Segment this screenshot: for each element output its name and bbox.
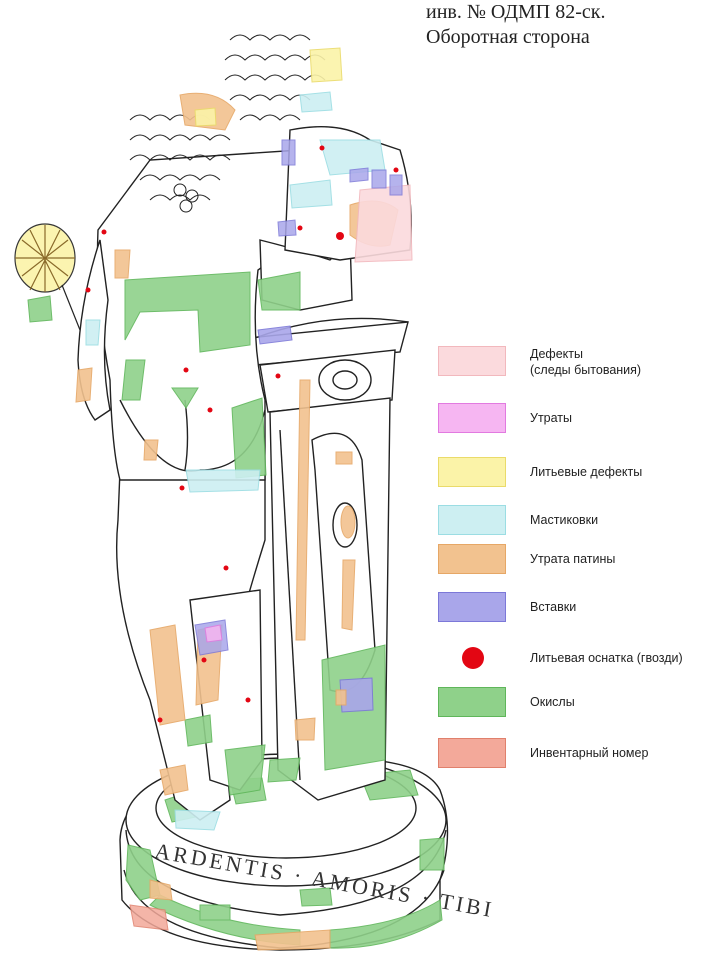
legend-swatch (438, 592, 506, 622)
legend-label: Окислы (530, 694, 575, 710)
legend-label: Утраты (530, 410, 572, 426)
legend-label: Литьевые дефекты (530, 464, 642, 480)
legend-item-inserts: Вставки (432, 586, 718, 626)
legend-label: Утрата патины (530, 551, 615, 567)
losses-figure (205, 625, 222, 642)
legend-item-defects: Дефекты (следы бытования) (432, 340, 718, 380)
legend-swatch (438, 738, 506, 768)
legend-item-casting-defects: Литьевые дефекты (432, 451, 718, 491)
legend-swatch (438, 403, 506, 433)
legend-swatch (438, 687, 506, 717)
legend-label: Вставки (530, 599, 576, 615)
legend-label: Дефекты (следы бытования) (530, 346, 641, 378)
legend-item-patina-loss: Утрата патины (432, 538, 718, 578)
legend-swatch (438, 346, 506, 376)
legend-item-losses: Утраты (432, 397, 718, 437)
legend-label: Литьевая оснатка (гвозди) (530, 650, 683, 666)
legend-dot (462, 647, 484, 669)
legend-swatch (438, 505, 506, 535)
caption-line-1: инв. № ОДМП 82-ск. (426, 0, 606, 25)
legend-swatch (438, 457, 506, 487)
legend-label: Мастиковки (530, 512, 598, 528)
legend-item-oxides: Окислы (432, 681, 718, 721)
legend-item-inventory-number: Инвентарный номер (432, 732, 718, 772)
caption-line-2: Оборотная сторона (426, 25, 606, 50)
legend-item-mastic: Мастиковки (432, 499, 718, 539)
legend-item-nails: Литьевая оснатка (гвозди) (432, 637, 718, 677)
figure-caption: инв. № ОДМП 82-ск. Оборотная сторона (426, 0, 606, 50)
legend-label: Инвентарный номер (530, 745, 648, 761)
legend-swatch (438, 544, 506, 574)
defects-figure (355, 185, 412, 262)
